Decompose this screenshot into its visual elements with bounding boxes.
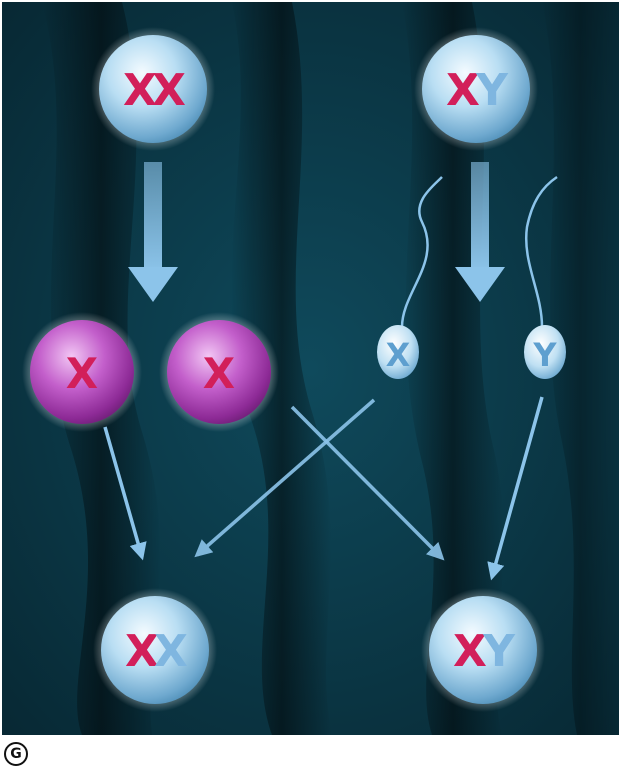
logo-letter: G: [10, 746, 22, 762]
chromosome-y: Y: [532, 336, 557, 374]
egg-to-male-offspring-arrow: [290, 405, 445, 561]
egg-cell-2: X: [159, 312, 279, 432]
chromosome-x: X: [386, 336, 411, 374]
chromosome-x: X: [125, 626, 159, 677]
chromosome-x: X: [66, 349, 98, 398]
chromosome-x: X: [453, 626, 487, 677]
copyright-logo: G: [4, 742, 28, 766]
chromosome-x: X: [152, 65, 186, 116]
offspring-female-cell: X X: [93, 588, 217, 712]
egg-cell-1: X: [22, 312, 142, 432]
chromosome-y: Y: [475, 65, 509, 116]
egg-to-female-offspring-arrow: [103, 426, 147, 561]
chromosome-x: X: [203, 349, 235, 398]
sperm-head: [524, 325, 566, 379]
meiosis-arrow-female: [128, 162, 178, 302]
chromosome-x: X: [123, 65, 157, 116]
sperm-head: [377, 325, 419, 379]
sperm-tail: [400, 176, 443, 328]
chromosome-x: X: [154, 626, 188, 677]
chromosome-y: Y: [482, 626, 516, 677]
offspring-male-cell: X Y: [421, 588, 545, 712]
sperm-tail: [524, 175, 558, 328]
meiosis-arrow-male: [455, 162, 505, 302]
parent-male-cell: X Y: [414, 27, 538, 151]
diagram-panel: X X X Y X X: [2, 2, 619, 735]
sex-determination-diagram: X X X Y X X: [2, 2, 619, 735]
chromosome-x: X: [446, 65, 480, 116]
y-sperm-to-male-offspring-arrow: [487, 396, 544, 581]
fertilization-arrows: [103, 396, 544, 581]
x-sperm-to-female-offspring-arrow: [194, 398, 376, 558]
parent-female-cell: X X: [91, 27, 215, 151]
sperm-y: Y: [524, 175, 566, 379]
sperm-x: X: [377, 176, 443, 379]
